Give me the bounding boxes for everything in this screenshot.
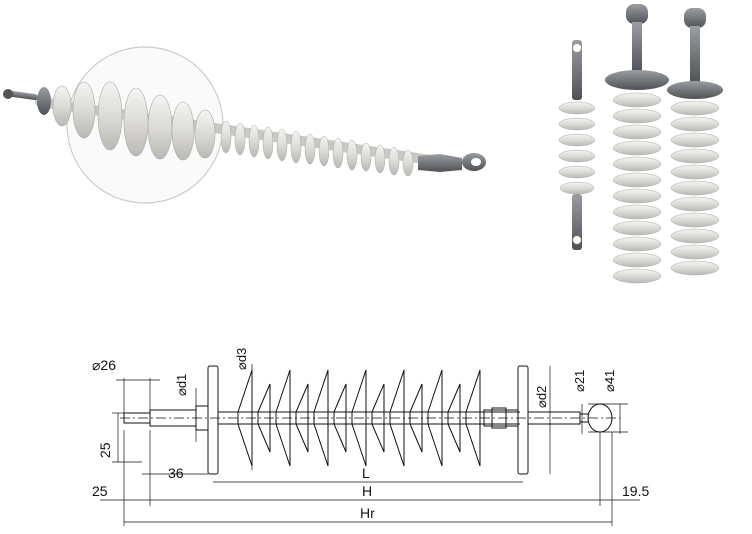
small-post-insulator [558, 40, 596, 250]
label-L: L [362, 465, 370, 481]
label-d1: ⌀d1 [174, 374, 189, 396]
label-Hr: Hr [360, 505, 375, 521]
left-grading-ring [207, 365, 219, 475]
middle-post-insulator [605, 4, 669, 284]
insulator-photo-long [3, 46, 486, 204]
label-36: 36 [168, 465, 184, 481]
right-end-fitting [418, 153, 486, 172]
label-d26: ⌀26 [92, 357, 116, 373]
right-post-insulator [667, 8, 723, 276]
label-d41: ⌀41 [602, 370, 617, 392]
large-sheds [52, 81, 216, 161]
label-d3: ⌀d3 [234, 348, 249, 370]
label-19-5: 19.5 [622, 483, 649, 499]
dimension-drawing: ⌀26 ⌀d1 ⌀d3 ⌀d2 ⌀21 ⌀41 25 36 L 25 H 19.… [92, 348, 649, 526]
left-end-fitting [3, 87, 51, 115]
sheds [237, 369, 481, 467]
label-25-bottom: 25 [92, 483, 108, 499]
label-25-vertical: 25 [97, 442, 113, 458]
insulator-photo-posts [558, 4, 723, 284]
label-d21: ⌀21 [572, 370, 587, 392]
label-H: H [362, 483, 372, 499]
label-d2: ⌀d2 [534, 386, 549, 408]
right-grading-ring [517, 365, 529, 475]
small-sheds [220, 120, 414, 177]
